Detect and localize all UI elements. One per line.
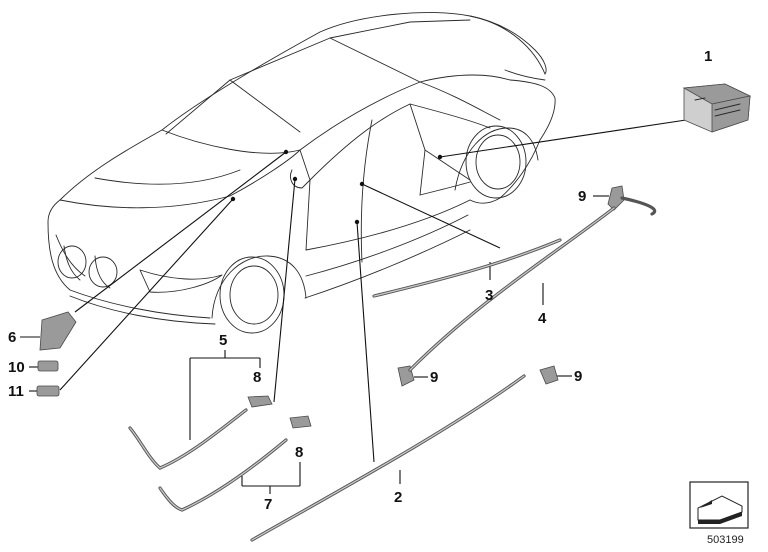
trim-strip-5 [128, 408, 248, 470]
document-number: 503199 [707, 534, 744, 546]
callout-8-upper: 8 [253, 369, 261, 386]
callout-3: 3 [485, 287, 493, 304]
callout-1: 1 [704, 48, 712, 65]
callout-9-top: 9 [578, 188, 586, 205]
callout-5: 5 [219, 332, 227, 349]
car-outline [47, 12, 556, 334]
callout-4: 4 [538, 310, 547, 327]
clip-part-9-top [607, 185, 625, 211]
clip-part-9-right [539, 365, 559, 385]
callout-6: 6 [8, 329, 16, 346]
trim-strip-2 [250, 374, 526, 542]
callout-2: 2 [394, 489, 402, 506]
control-module-part [682, 83, 752, 133]
clip-part-11 [36, 385, 60, 397]
cover-part [39, 311, 77, 351]
clip-part-8-lower [289, 415, 312, 429]
callout-11: 11 [8, 383, 24, 400]
callout-8-lower: 8 [295, 444, 303, 461]
callout-9-mid: 9 [430, 369, 438, 386]
callout-9-right: 9 [574, 368, 582, 385]
leader-lines [20, 119, 687, 494]
callout-7: 7 [264, 496, 272, 513]
trim-strip-4 [408, 196, 657, 372]
trim-strip-3 [372, 238, 562, 298]
callout-labels: 1 2 3 4 5 6 7 8 8 9 9 9 10 11 [8, 48, 712, 513]
clip-part-10 [37, 360, 59, 372]
reference-icon-box: 503199 [689, 481, 749, 546]
clip-part-8-upper [247, 395, 273, 408]
callout-10: 10 [8, 359, 25, 376]
trim-strip-7 [158, 438, 288, 512]
